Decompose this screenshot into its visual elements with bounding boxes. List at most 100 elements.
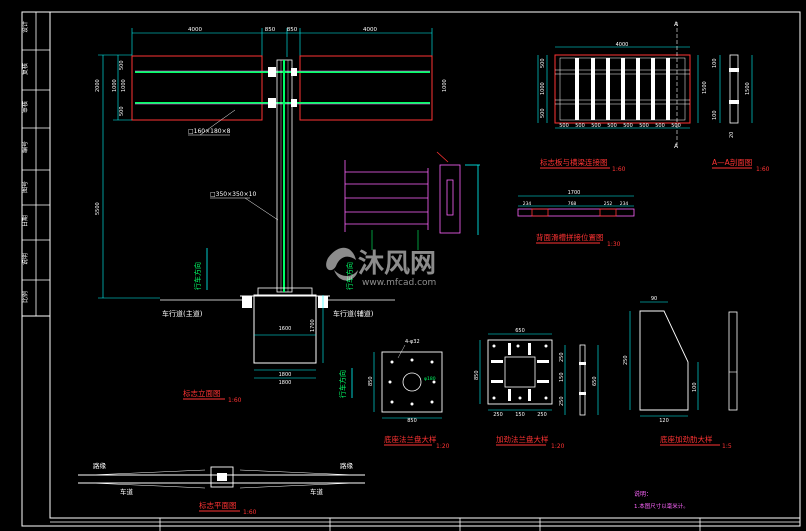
bv-dim-4: 500 — [623, 123, 633, 129]
dim-top-3: 4000 — [363, 27, 377, 33]
base-flange-plate — [381, 351, 443, 413]
stiff-left-0: 850 — [474, 370, 480, 380]
slide-channel-scale: 1:30 — [607, 241, 621, 248]
section-aa: 1500 100 100 20 A—A剖面图 1:60 — [712, 54, 770, 173]
tb-cell-1: 复核 — [21, 63, 29, 75]
base-flange-scale: 1:20 — [436, 443, 450, 450]
title-block-left — [22, 12, 50, 316]
dim-top-1: 850 — [265, 27, 276, 33]
rib-title: 底座加劲肋大样 — [660, 434, 713, 444]
sign-panel-right — [299, 55, 433, 121]
beam-joints — [268, 67, 297, 108]
stiff-bottom-0: 250 — [493, 412, 503, 418]
aa-dim-1: 100 — [712, 58, 718, 68]
sign-size-right: 1000 — [442, 79, 448, 92]
section-aa-title: A—A剖面图 — [712, 157, 752, 167]
stiff-side-2: 150 — [559, 372, 565, 382]
foundation-block — [253, 294, 317, 364]
rib-dim-top: 90 — [651, 296, 657, 302]
plan-label-3: 车道 — [310, 487, 324, 496]
slide-dim-2: 768 — [568, 201, 577, 207]
stiff-flange-scale: 1:20 — [551, 443, 565, 450]
elevation-view: 4000 850 850 4000 2000 1000 — [95, 27, 448, 404]
aa-dim-0: 1500 — [745, 82, 751, 95]
base-flange-bolt: 4-φ32 — [405, 339, 420, 345]
stiff-side-0: 650 — [592, 376, 598, 386]
rib-dim-left: 250 — [623, 355, 629, 365]
aa-dim-3: 20 — [729, 132, 735, 138]
slide-dim-0: 1700 — [568, 190, 581, 196]
tb-cell-7: 比例 — [21, 291, 29, 303]
back-view-scale: 1:60 — [612, 166, 626, 173]
elevation-title: 标志立面图 — [183, 388, 221, 398]
slide-channel-title: 背面滑槽拼接位置图 — [536, 232, 604, 242]
elevation-left-dim-labels: 2000 1000 500 500 5500 — [95, 60, 125, 215]
elevation-top-dims — [131, 28, 433, 57]
base-flange-side-dim: 850 — [368, 376, 374, 386]
slide-channel: 1700 234 768 252 234 背面滑槽拼接位置图 1:30 — [517, 190, 635, 248]
dim-left-2: 500 — [119, 60, 125, 70]
section-mark-bottom: A — [674, 143, 679, 150]
tb-cell-4: 图号 — [22, 181, 29, 193]
aa-dim-2: 100 — [712, 110, 718, 120]
sign-panel-left — [131, 55, 263, 121]
watermark-logo-icon — [326, 247, 358, 281]
dim-top-2: 850 — [287, 27, 298, 33]
stiff-bottom-2: 250 — [537, 412, 547, 418]
rib-dim-right: 100 — [692, 382, 698, 392]
back-view: 4000 500 500 500 500 500 500 500 50 — [537, 21, 708, 173]
dim-left-3: 500 — [119, 106, 125, 116]
plan-label-0: 路缘 — [93, 461, 107, 470]
lane-main-label: 车行道(主道) — [162, 309, 203, 318]
stiff-flange-title: 加劲法兰盘大样 — [496, 434, 549, 444]
elevation-left-dims — [98, 54, 160, 299]
plan-scale: 1:60 — [243, 509, 257, 516]
notes-heading: 说明： — [634, 490, 652, 498]
foundation-dims — [254, 295, 324, 379]
elevation-top-dim-labels: 4000 850 850 4000 — [188, 27, 377, 33]
plan-title: 标志平面图 — [199, 500, 237, 510]
stiff-flange: 650 850 250 150 250 650 250 150 250 加劲法兰… — [474, 328, 599, 450]
tb-cell-5: 日期 — [21, 215, 29, 227]
back-view-bottom-dims: 500 500 500 500 500 500 500 500 — [559, 123, 681, 129]
channel-detail — [344, 151, 480, 235]
notes-line-1: 1.本图尺寸以毫米计。 — [634, 502, 689, 510]
dim-left-4: 5500 — [95, 202, 101, 215]
back-view-title: 标志板与横梁连接图 — [540, 157, 608, 167]
bv-dim-1: 500 — [575, 123, 585, 129]
foundation-height: 1700 — [310, 319, 316, 332]
bv-left-0: 500 — [540, 58, 546, 68]
foundation-width: 1600 — [279, 326, 292, 332]
plan-post-base — [210, 466, 234, 488]
dim-left-1: 1000 — [112, 79, 118, 92]
elevation-scale: 1:60 — [228, 397, 242, 404]
tb-cell-3: 编号 — [21, 141, 29, 153]
tube-label: □160×180×8 — [188, 128, 231, 135]
foundation-width-2: 1800 — [279, 372, 292, 378]
bv-right-0: 1500 — [702, 81, 708, 94]
rib-scale: 1:5 — [722, 443, 732, 450]
stiff-dim-top: 650 — [515, 328, 525, 334]
post-label: □350×350×10 — [210, 191, 256, 198]
tb-cell-0: 设计 — [21, 21, 29, 33]
tb-cell-2: 审核 — [21, 101, 29, 113]
back-view-dim-top: 4000 — [616, 42, 629, 48]
channel-detail-dims — [371, 230, 419, 250]
stiff-side-3: 250 — [559, 396, 565, 406]
back-view-panel — [554, 54, 691, 124]
bv-left-1: 1000 — [540, 82, 546, 95]
bv-dim-5: 500 — [639, 123, 649, 129]
slide-dim-3: 252 — [604, 201, 613, 207]
section-aa-scale: 1:60 — [756, 166, 770, 173]
bv-dim-6: 500 — [655, 123, 665, 129]
base-flange: 850 850 4-φ32 φ180 行车方向 底座法兰盘大样 1:20 — [338, 339, 450, 450]
section-mark-top: A — [674, 21, 679, 28]
bv-dim-2: 500 — [591, 123, 601, 129]
rib-plate — [639, 310, 689, 411]
slide-dim-4: 234 — [620, 201, 629, 207]
stiff-flange-plate — [487, 339, 553, 405]
stiff-bottom-1: 150 — [515, 412, 525, 418]
sign-size-left: 1000 — [121, 79, 127, 92]
direction-label-flange: 行车方向 — [338, 370, 347, 398]
